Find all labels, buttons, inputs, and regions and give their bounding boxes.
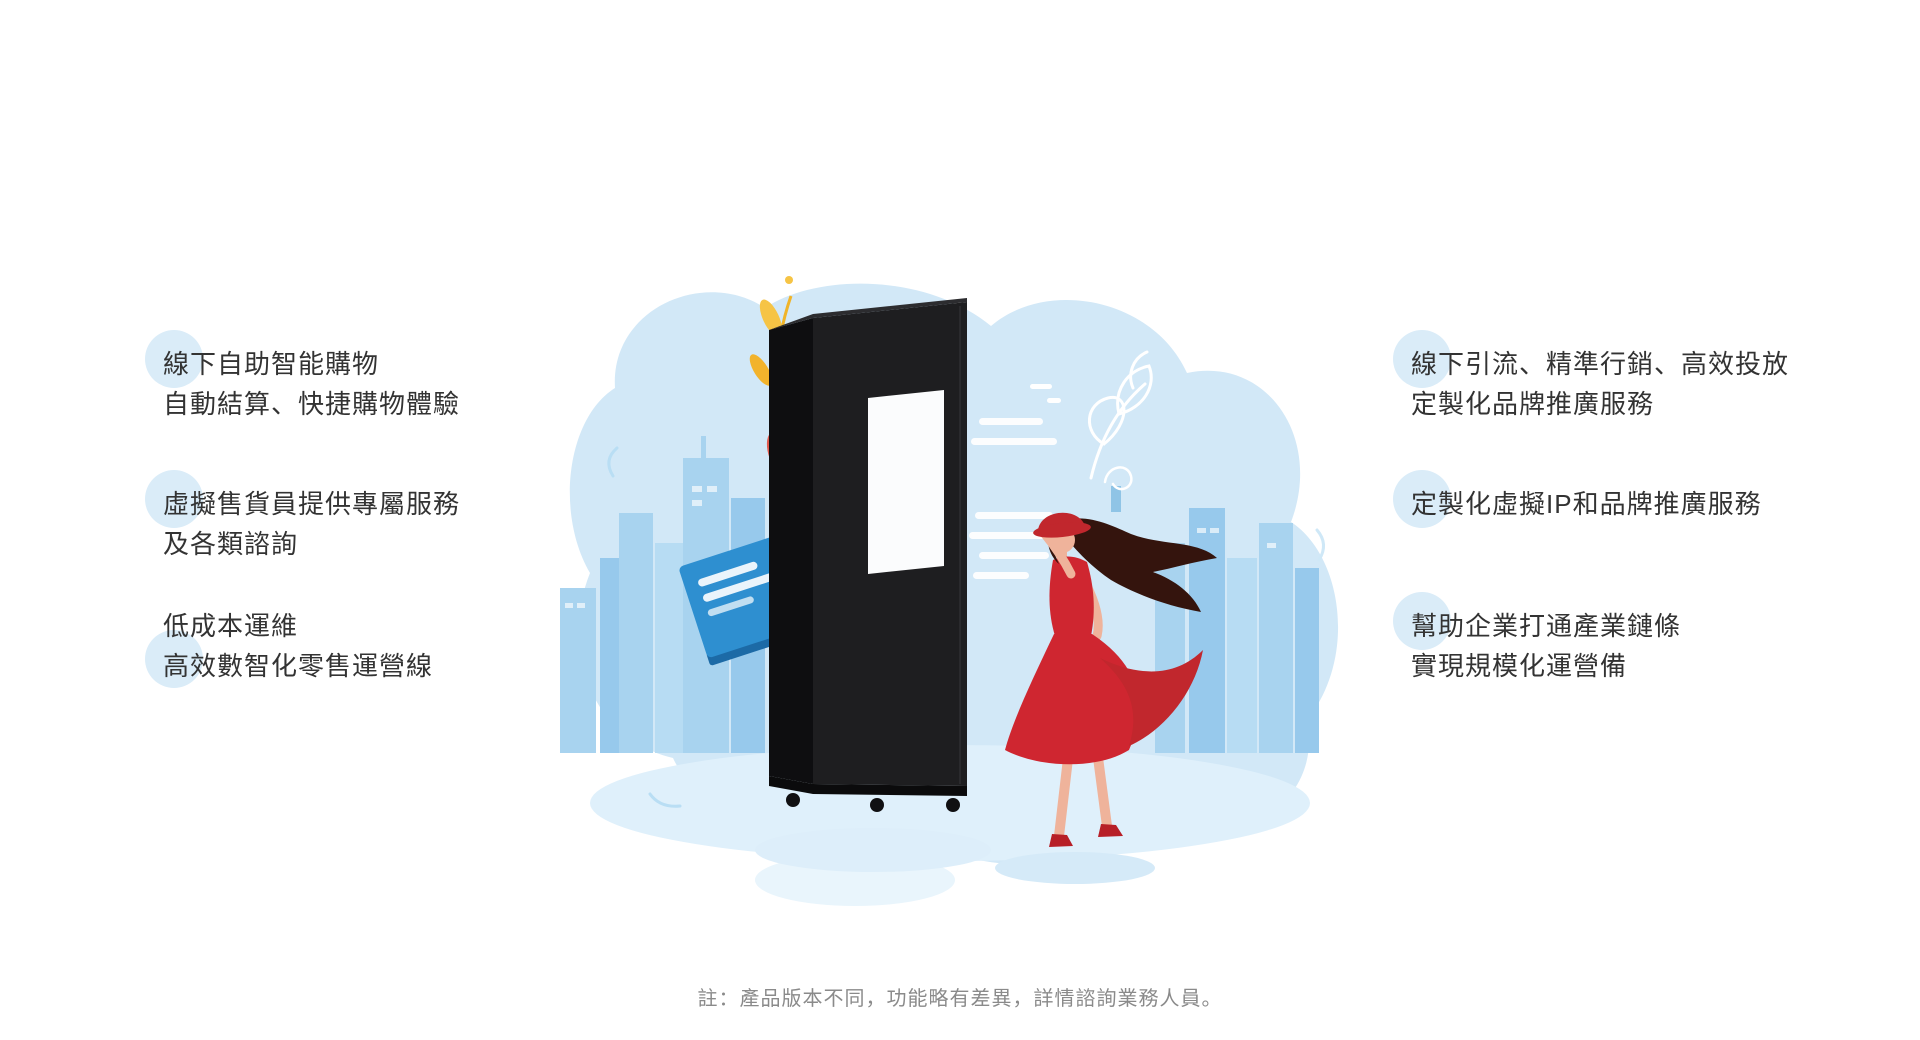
feature-text-line: 實現規模化運營備	[1411, 651, 1628, 681]
decor-dashes	[607, 446, 1325, 808]
machine-caster	[870, 798, 884, 812]
footnote: 註：產品版本不同，功能略有差異，詳情諮詢業務人員。	[697, 988, 1223, 1010]
machine-caster	[946, 798, 960, 812]
woman-figure	[995, 512, 1217, 884]
woman-hat-brim	[1033, 522, 1091, 538]
smoke-swirl-icon	[1103, 466, 1133, 491]
chimney	[1111, 486, 1121, 512]
feature-text-line: 幫助企業打通產業鏈條	[1411, 611, 1682, 641]
machine-shadow	[755, 828, 991, 872]
vending-machine	[769, 298, 967, 812]
highlight-blob	[1393, 470, 1451, 528]
highlight-blob	[1393, 330, 1451, 388]
highlight-blob	[145, 470, 203, 528]
woman-shadow	[995, 852, 1155, 884]
feature-text-line: 定製化虛擬IP和品牌推廣服務	[1411, 489, 1762, 519]
woman-leg	[1092, 745, 1112, 831]
machine-screen	[868, 390, 944, 574]
woman-dress-skirt	[1005, 634, 1139, 765]
feature-text-line: 線下自助智能購物	[163, 349, 380, 379]
feature-text-line: 虛擬售貨員提供專屬服務	[163, 489, 461, 519]
machine-caster	[786, 793, 800, 807]
feature-left-3: 低成本運維 高效數智化零售運營線	[145, 606, 434, 688]
highlight-blob	[145, 630, 203, 688]
woman-hair	[1065, 518, 1217, 612]
feature-text-line: 及各類諮詢	[163, 529, 299, 559]
highlight-blob	[1393, 592, 1451, 650]
feature-text-line: 線下引流、精準行銷、高效投放	[1411, 349, 1790, 379]
building-windows	[1197, 528, 1276, 548]
illustration	[560, 276, 1339, 906]
woman-dress-flare	[1100, 650, 1203, 746]
machine-top-edge	[769, 298, 967, 330]
machine-side-face	[769, 318, 813, 784]
feature-right-1: 線下引流、精準行銷、高效投放 定製化品牌推廣服務	[1393, 330, 1790, 424]
woman-shoe	[1049, 834, 1073, 847]
woman-dress-bodice	[1049, 556, 1094, 636]
feature-text-line: 高效數智化零售運營線	[163, 651, 434, 681]
feature-text-line: 自動結算、快捷購物體驗	[163, 389, 461, 419]
woman-leg	[1054, 745, 1074, 841]
machine-base	[769, 776, 967, 796]
feature-right-2: 定製化虛擬IP和品牌推廣服務	[1393, 470, 1762, 528]
building-windows	[565, 486, 717, 608]
woman-shoe	[1098, 824, 1123, 837]
feature-left-2: 虛擬售貨員提供專屬服務 及各類諮詢	[145, 470, 461, 564]
white-dashes	[1030, 384, 1061, 403]
feature-right-3: 幫助企業打通產業鏈條 實現規模化運營備	[1393, 592, 1682, 686]
highlight-blob	[145, 330, 203, 388]
feature-text-line: 定製化品牌推廣服務	[1411, 389, 1655, 419]
plant-outline-icon	[1087, 350, 1153, 480]
feature-left-1: 線下自助智能購物 自動結算、快捷購物體驗	[145, 330, 461, 424]
feature-text-line: 低成本運維	[163, 611, 299, 641]
